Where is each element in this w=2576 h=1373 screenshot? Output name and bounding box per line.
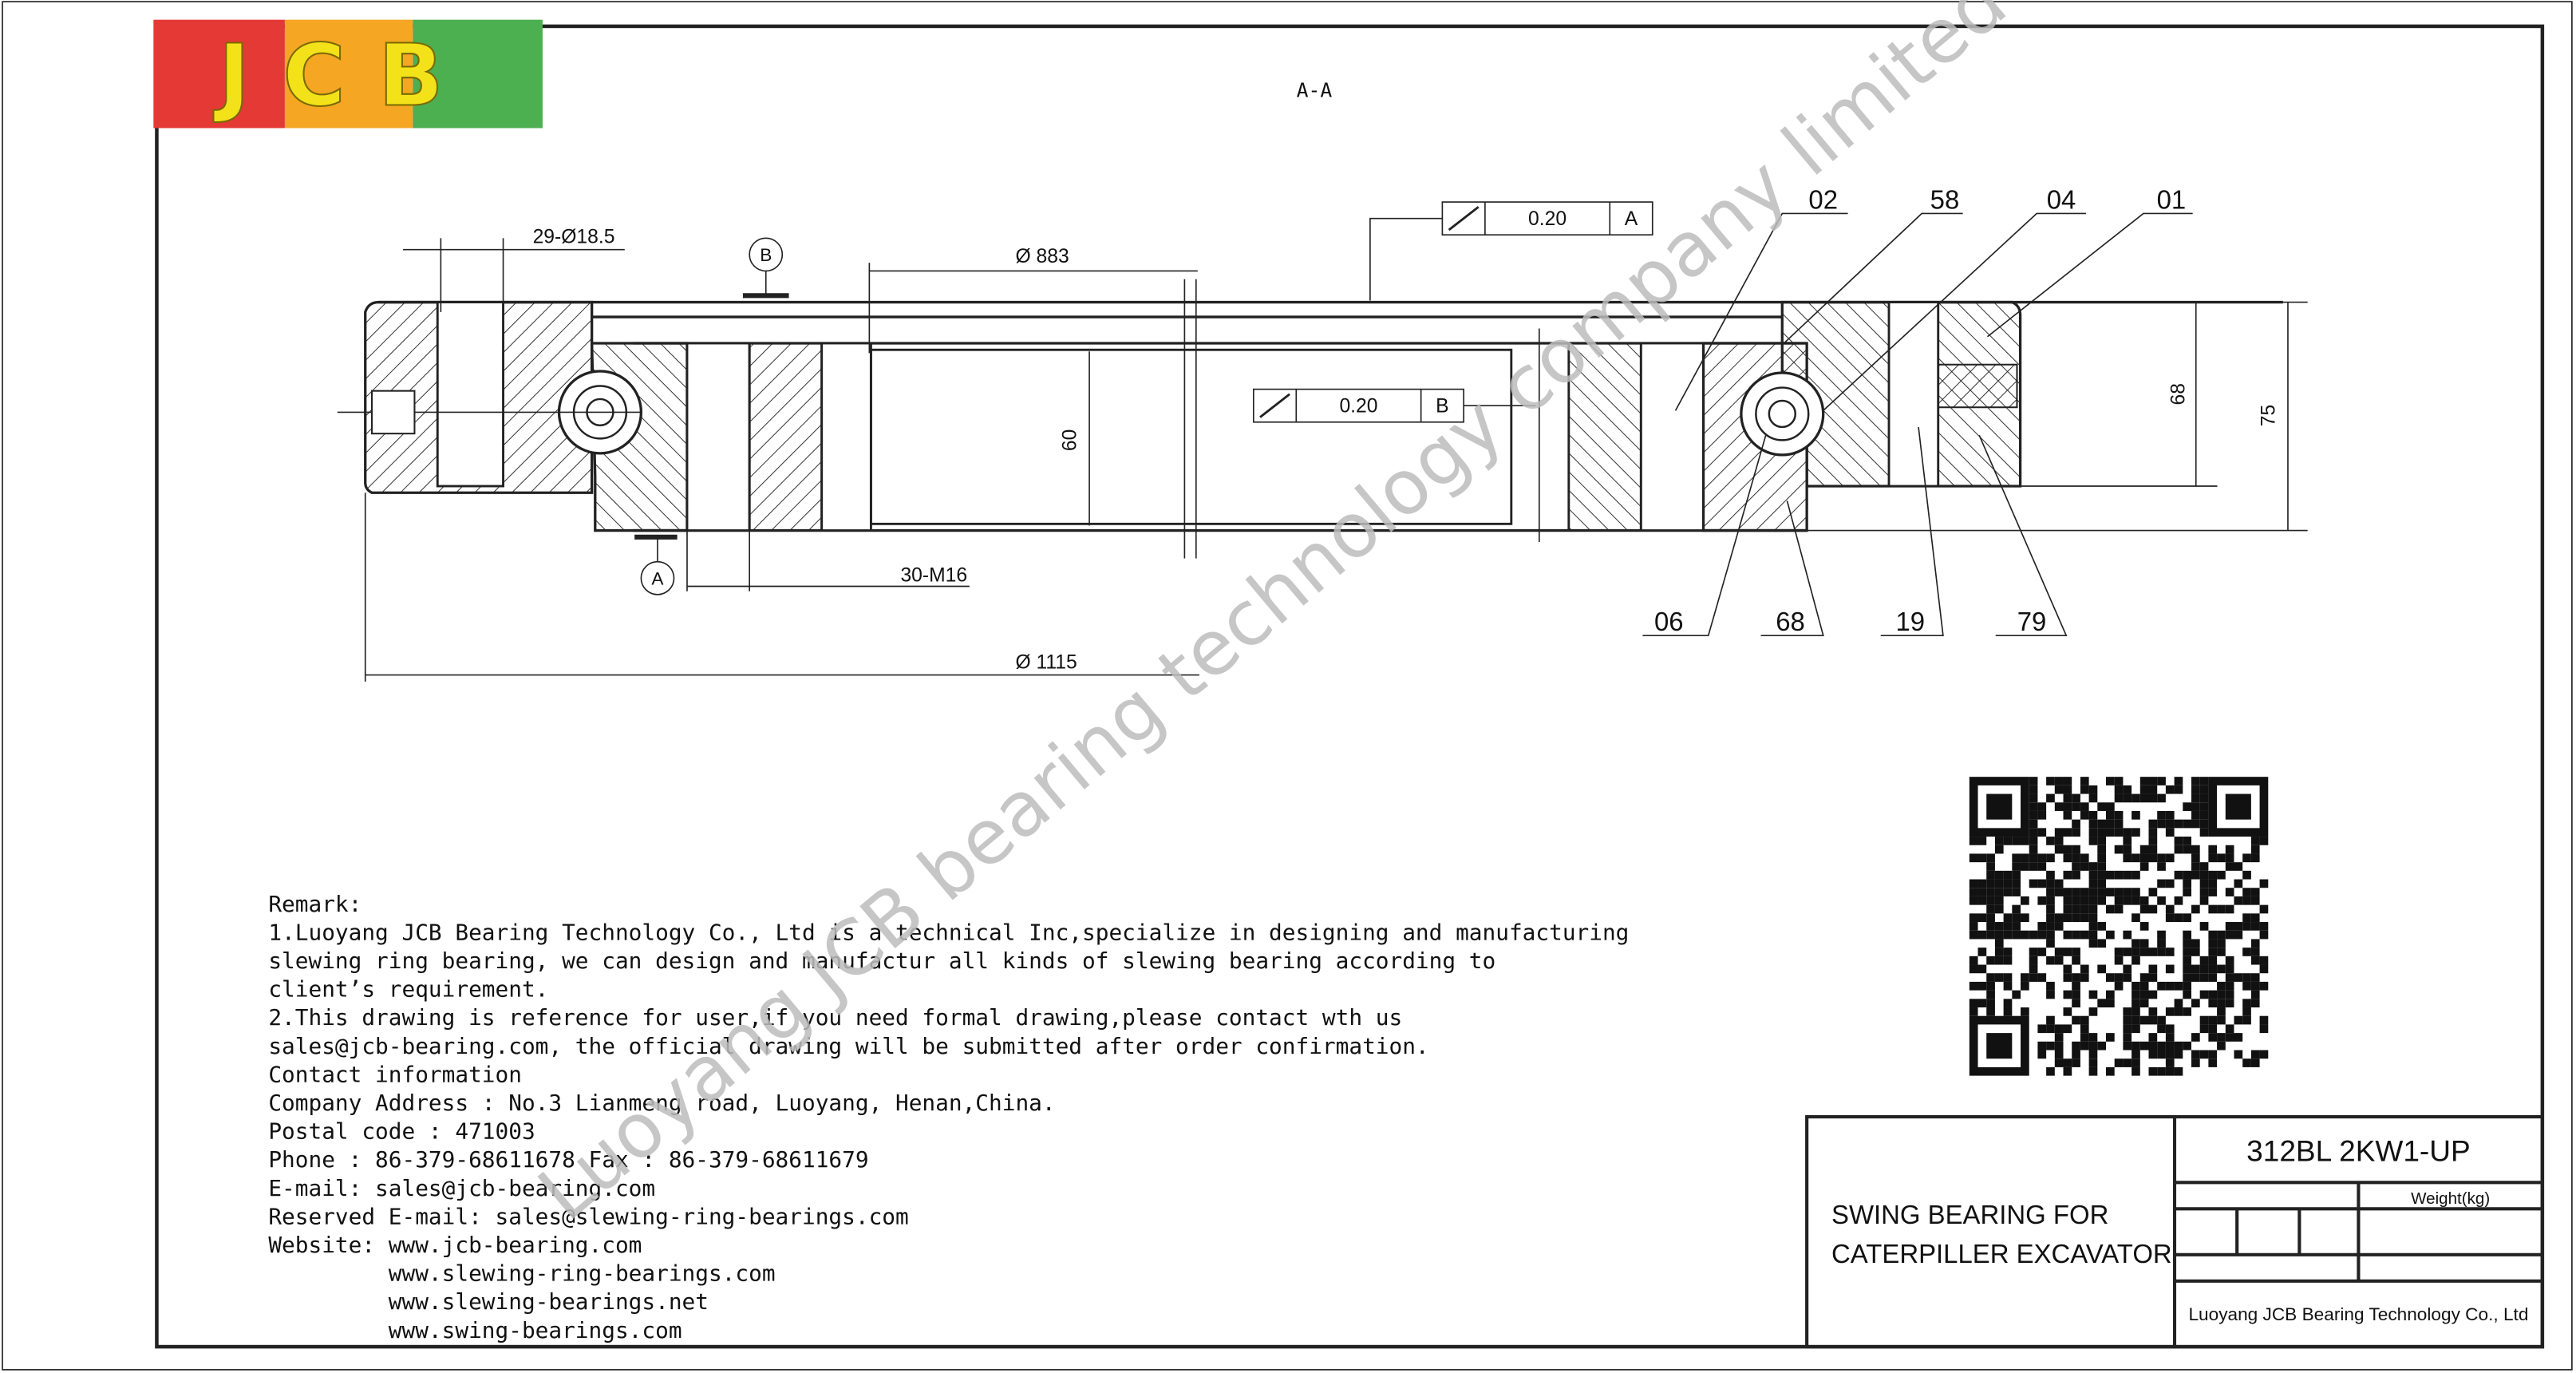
dim-holes: 29-Ø18.5 [533, 226, 615, 247]
remark-line: Company Address : No.3 Lianmeng road, Lu… [268, 1090, 1055, 1116]
remark-line: client’s requirement. [268, 976, 548, 1003]
part-79: 79 [2017, 607, 2047, 636]
remark-line: Website: www.jcb-bearing.com [268, 1232, 642, 1258]
dim-inner-diameter: Ø 883 [1015, 246, 1069, 267]
inner-frame [155, 24, 2545, 1349]
remark-line: Phone : 86-379-68611678 Fax : 86-379-686… [268, 1146, 868, 1173]
tolerance-frame-b: 0.20 B [1252, 388, 1536, 423]
part-58: 58 [1930, 184, 1960, 214]
model-number: 312BL 2KW1-UP [2246, 1134, 2471, 1168]
svg-text:0.20: 0.20 [1528, 208, 1567, 230]
runout-arrow-icon [1259, 393, 1290, 418]
part-01: 01 [2157, 184, 2187, 214]
description-line-2: CATERPILLER EXCAVATOR [1831, 1239, 2172, 1268]
section-label: A-A [1297, 78, 1333, 101]
description-line-1: SWING BEARING FOR [1831, 1200, 2108, 1229]
dim-height-68: 68 [2167, 383, 2189, 405]
runout-arrow-icon [1448, 206, 1480, 231]
remark-line: slewing ring bearing, we can design and … [268, 948, 1495, 974]
remark-line: 1.Luoyang JCB Bearing Technology Co., Lt… [268, 919, 1629, 945]
svg-text:JCB: JCB [213, 27, 476, 126]
tolerance-frame-a: 0.20 A [1369, 201, 1653, 301]
part-04: 04 [2047, 184, 2076, 214]
remark-line: www.slewing-bearings.net [268, 1288, 709, 1315]
svg-text:B: B [1436, 395, 1448, 417]
remark-line: www.slewing-ring-bearings.com [268, 1260, 775, 1287]
company-name: Luoyang JCB Bearing Technology Co., Ltd [2188, 1304, 2528, 1324]
datum-b-label: B [760, 245, 772, 265]
remark-line: 2.This drawing is reference for user,if … [268, 1004, 1402, 1031]
remark-line: E-mail: sales@jcb-bearing.com [268, 1175, 655, 1201]
remark-line: Contact information [268, 1061, 522, 1087]
dim-threads: 30-M16 [900, 564, 967, 586]
dim-height-75: 75 [2258, 405, 2280, 426]
datum-a-label: A [651, 568, 664, 588]
title-block: SWING BEARING FOR CATERPILLER EXCAVATOR … [1805, 1114, 2544, 1349]
remark-line: sales@jcb-bearing.com, the official draw… [268, 1033, 1428, 1059]
remark-line: Reserved E-mail: sales@slewing-ring-bear… [268, 1203, 908, 1229]
remarks-block: Remark:1.Luoyang JCB Bearing Technology … [268, 891, 1629, 1343]
remark-line: www.swing-bearings.com [268, 1317, 682, 1343]
qr-finder-mark [1986, 793, 2013, 820]
qr-code[interactable] [1969, 777, 2269, 1076]
remark-line: Postal code : 471003 [268, 1118, 535, 1145]
remark-line: Remark: [268, 891, 362, 917]
svg-text:A: A [1625, 208, 1638, 230]
bearing-section-right: 68 75 02 58 04 01 06 68 19 79 [1538, 184, 2308, 636]
part-19: 19 [1895, 607, 1925, 636]
part-68: 68 [1776, 607, 1805, 636]
qr-finder-mark [1986, 1033, 2013, 1059]
weight-label: Weight(kg) [2411, 1189, 2490, 1208]
dim-outer-diameter: Ø 1115 [1015, 651, 1077, 673]
part-06: 06 [1654, 607, 1684, 636]
svg-text:0.20: 0.20 [1339, 395, 1377, 417]
qr-finder-mark [2225, 793, 2251, 820]
jcb-logo: JCB [153, 19, 543, 129]
part-02: 02 [1808, 184, 1838, 214]
dim-height-60: 60 [1060, 429, 1081, 451]
